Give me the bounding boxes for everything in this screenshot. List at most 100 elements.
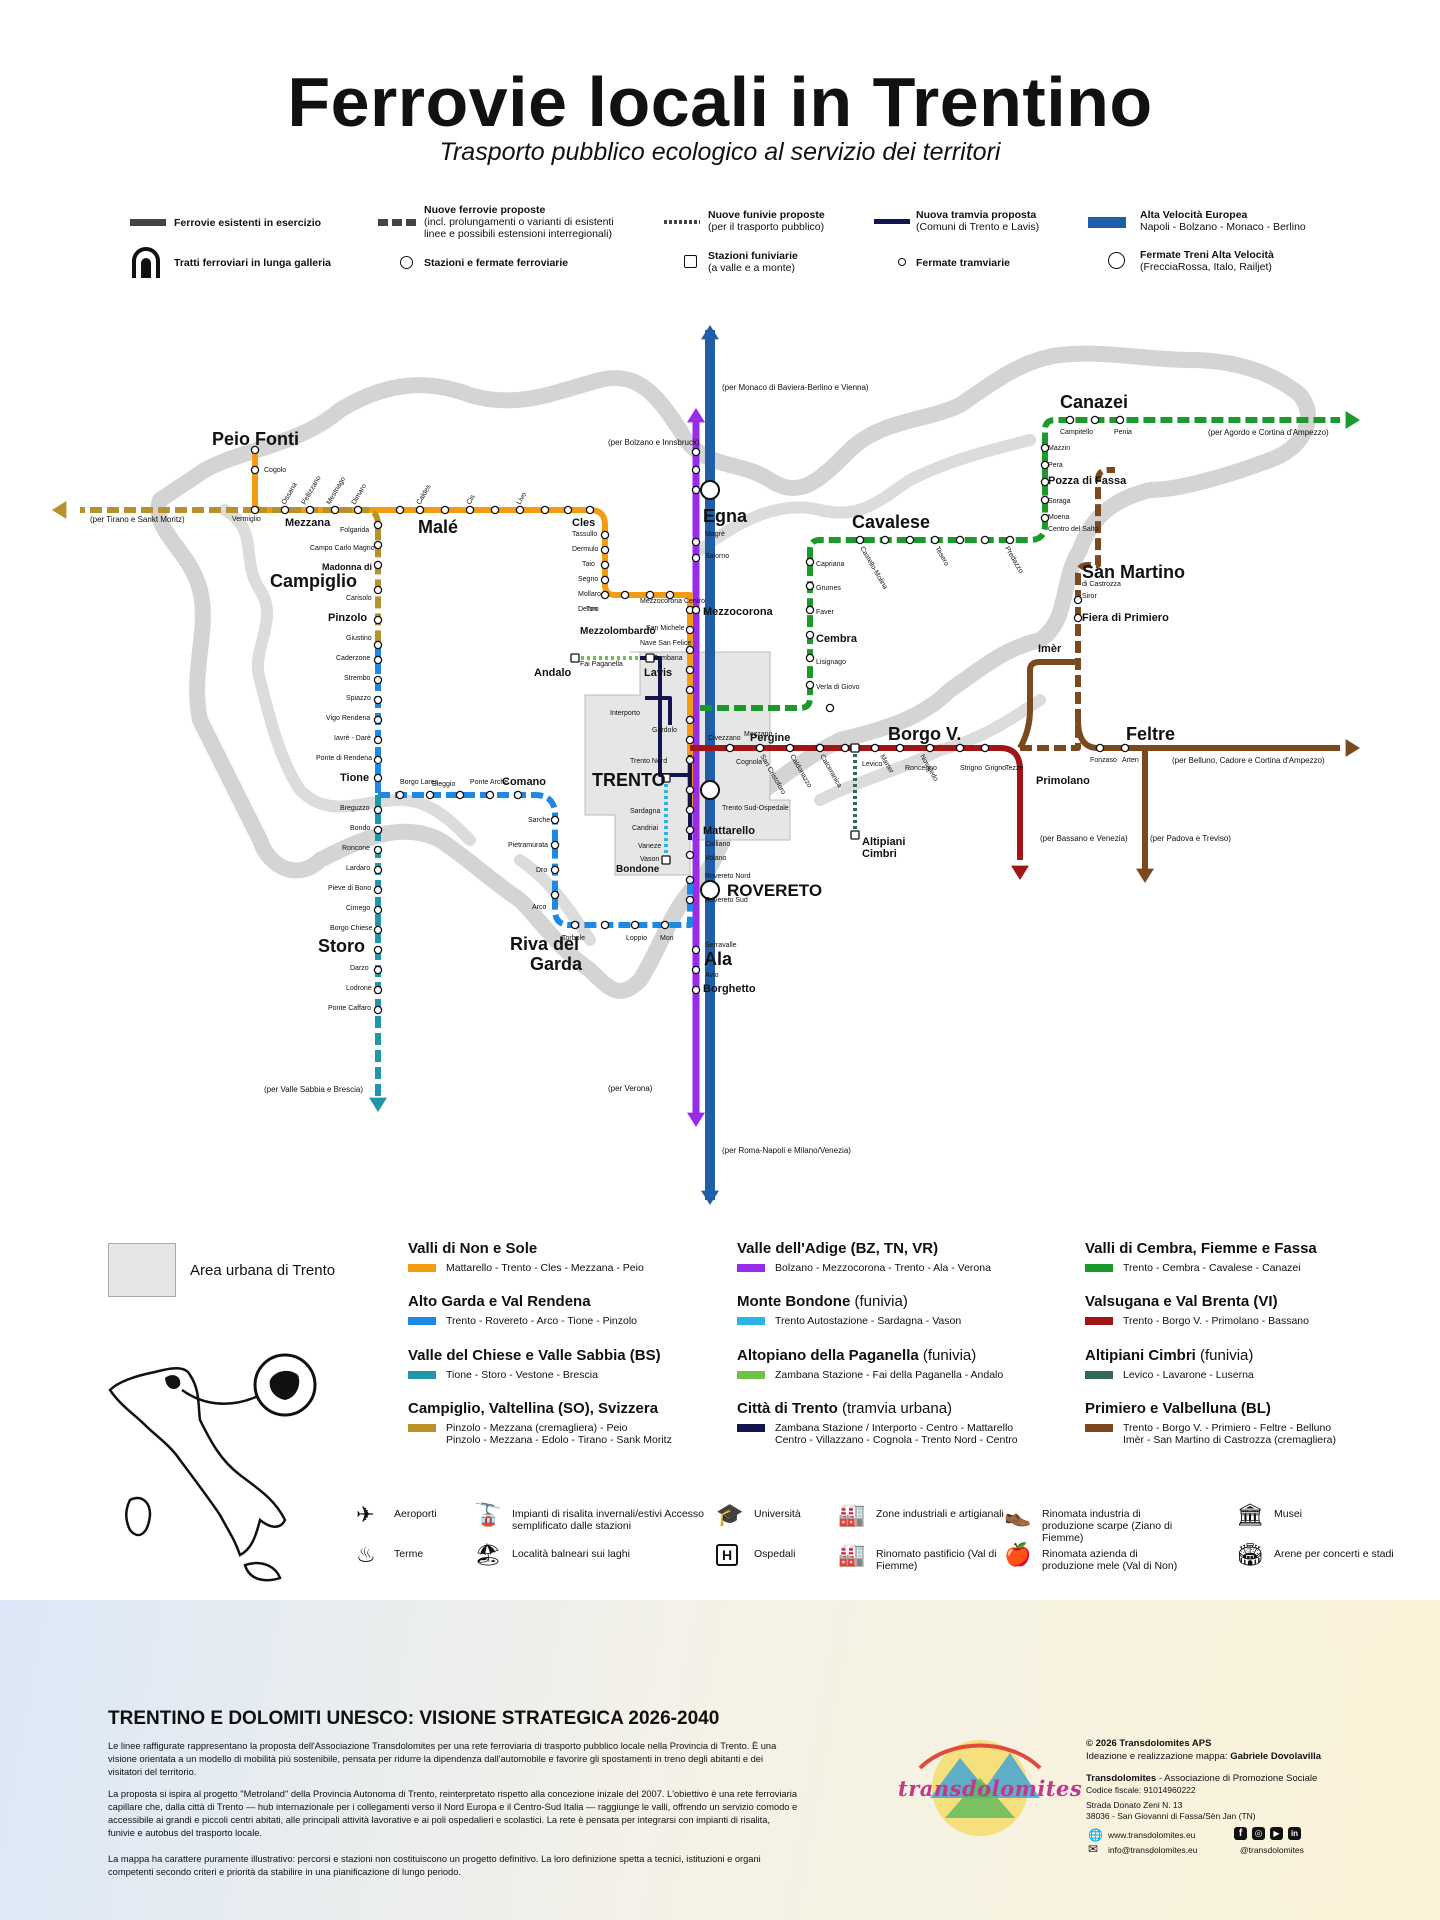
map-label-s46: Pietramurata xyxy=(508,842,548,849)
station-symbol xyxy=(400,256,413,269)
station-23 xyxy=(373,865,383,875)
station-61 xyxy=(685,895,695,905)
map-label-d9: (per Verona) xyxy=(608,1084,653,1093)
map-label-s7: Caderzone xyxy=(336,655,370,662)
map-label-s47: Dro xyxy=(536,867,547,874)
footer-gradient-background xyxy=(0,1600,1440,1920)
map-label-s1: Cogolo xyxy=(264,467,286,474)
credit-copyright: © 2026 Transdolomites APS xyxy=(1086,1738,1212,1749)
line-color-swatch xyxy=(1085,1371,1113,1379)
service-label: Zone industriali e artigianali xyxy=(876,1508,1004,1520)
map-label-s16: Lardaro xyxy=(346,865,370,872)
instagram-icon[interactable]: ◎ xyxy=(1252,1827,1265,1840)
youtube-icon[interactable]: ▶ xyxy=(1270,1827,1283,1840)
valsugana-line xyxy=(690,745,1023,860)
station-47 xyxy=(665,590,675,600)
station-32 xyxy=(415,505,425,515)
map-label-d5: (per Belluno, Cadore e Cortina d'Ampezzo… xyxy=(1172,756,1325,765)
cablecar-icon: 🚡 xyxy=(474,1502,502,1527)
map-label-peio: Peio Fonti xyxy=(212,429,299,449)
website-link[interactable]: www.transdolomites.eu xyxy=(1108,1830,1196,1840)
shoe-icon: 👞 xyxy=(1004,1502,1032,1527)
station-54 xyxy=(685,735,695,745)
station-25 xyxy=(373,905,383,915)
map-label-r7: Livo xyxy=(516,491,529,506)
map-label-s52: Calliano xyxy=(705,841,730,848)
map-label-s72: Siror xyxy=(1082,593,1097,600)
map-label-r14: Calceranica xyxy=(818,754,843,790)
map-label-male: Malé xyxy=(418,517,458,537)
apple-factory-icon: 🍎 xyxy=(1004,1542,1032,1567)
line-color-swatch xyxy=(737,1264,765,1272)
station-100 xyxy=(1040,477,1050,487)
line-color-swatch xyxy=(1085,1264,1113,1272)
station-59 xyxy=(685,850,695,860)
map-label-s4: Campo Carlo Magno xyxy=(310,545,375,552)
map-label-s35: Interporto xyxy=(610,710,640,717)
station-118 xyxy=(1095,743,1105,753)
map-label-s36: Gardolo xyxy=(652,727,677,734)
page-title: Ferrovie locali in Trentino xyxy=(287,63,1153,141)
map-label-s45: Sarche xyxy=(528,817,550,824)
station-18 xyxy=(373,755,383,765)
station-8 xyxy=(373,540,383,550)
av-stop-1 xyxy=(700,880,720,900)
padova-arrow-south xyxy=(1136,868,1154,883)
station-77 xyxy=(550,840,560,850)
av-arrow-north xyxy=(701,325,719,340)
station-27 xyxy=(373,945,383,955)
station-87 xyxy=(805,630,815,640)
line-legend-item: Città di Trento (tramvia urbana) Zambana… xyxy=(737,1400,1018,1446)
email-link[interactable]: info@transdolomites.eu xyxy=(1108,1845,1198,1855)
map-label-canazei: Canazei xyxy=(1060,392,1128,412)
station-73 xyxy=(455,790,465,800)
station-14 xyxy=(373,675,383,685)
station-41 xyxy=(600,545,610,555)
map-label-s9: Spiazzo xyxy=(346,695,371,702)
map-label-mezzolombardo: Mezzolombardo xyxy=(580,626,656,637)
station-6 xyxy=(353,505,363,515)
station-102 xyxy=(1040,513,1050,523)
station-83 xyxy=(660,920,670,930)
legend-tram: Nuova tramvia proposta (Comuni di Trento… xyxy=(916,209,1040,233)
av-stop-2 xyxy=(700,480,720,500)
facebook-icon[interactable]: f xyxy=(1234,1827,1247,1840)
legend-proposed: Nuove ferrovie proposte (incl. prolungam… xyxy=(424,204,614,240)
map-label-r8: Castello-Molina xyxy=(858,546,888,591)
station-36 xyxy=(515,505,525,515)
map-label-s8: Strembo xyxy=(344,675,371,682)
station-11 xyxy=(373,615,383,625)
station-49 xyxy=(685,625,695,635)
logo-text: transdolomites xyxy=(898,1776,1083,1801)
station-106 xyxy=(725,743,735,753)
map-label-s27: Mollaro xyxy=(578,591,601,598)
map-label-s73: di Castrozza xyxy=(1082,581,1121,588)
map-label-s18: Cimego xyxy=(346,905,370,912)
map-label-r2: Pellizzano xyxy=(301,475,323,506)
station-9 xyxy=(373,560,383,570)
tram-line-swatch xyxy=(874,219,910,224)
line-legend-item: Altopiano della Paganella (funivia) Zamb… xyxy=(737,1347,1004,1381)
linkedin-icon[interactable]: in xyxy=(1288,1827,1301,1840)
map-label-s13: Breguzzo xyxy=(340,805,370,812)
map-label-s41: Vason xyxy=(640,856,659,863)
line-legend-item: Valli di Non e Sole Mattarello - Trento … xyxy=(408,1240,644,1274)
italy-map xyxy=(108,1353,317,1582)
map-label-s83: Grigno xyxy=(985,765,1006,772)
map-label-s66: Pera xyxy=(1048,462,1063,469)
map-label-s57: Avio xyxy=(705,972,719,979)
map-label-riva2: Garda xyxy=(530,954,583,974)
map-label-s78: Trento Sud-Ospedale xyxy=(722,805,789,812)
map-label-d3: (per Tirano e Sankt Moritz) xyxy=(90,515,185,524)
station-63 xyxy=(691,465,701,475)
service-label: Musei xyxy=(1274,1508,1303,1520)
legend-av-stops: Fermate Treni Alta Velocità (FrecciaRoss… xyxy=(1140,249,1274,273)
station-15 xyxy=(373,695,383,705)
map-label-s42: Borgo Lares xyxy=(400,779,439,786)
map-label-s26: Segno xyxy=(578,576,598,583)
line-color-swatch xyxy=(408,1371,436,1379)
map-label-d1: (per Monaco di Baviera-Berlino e Vienna) xyxy=(722,383,869,392)
station-62 xyxy=(691,447,701,457)
map-label-d4: (per Agordo e Cortina d'Ampezzo) xyxy=(1208,428,1329,437)
map-label-s74: Civezzano xyxy=(708,735,741,742)
